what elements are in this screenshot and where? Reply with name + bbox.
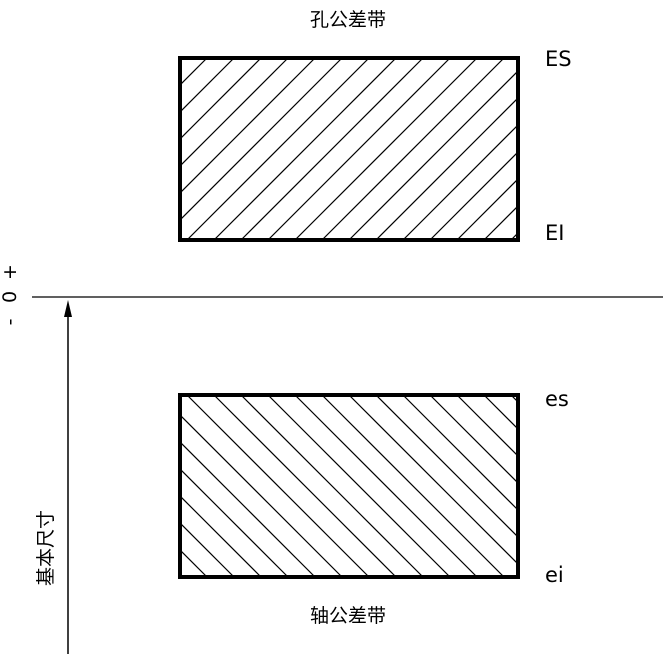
shaft-zone-hatching (0, 395, 663, 577)
hole-hatch-line (294, 58, 478, 240)
hole-upper-deviation-label: ES (545, 47, 572, 71)
shaft-hatch-line (180, 576, 181, 577)
shaft-zone-box (0, 393, 663, 579)
hole-hatch-line (619, 58, 663, 240)
shaft-hatch-line (213, 395, 397, 577)
hole-zone-hatching (0, 58, 663, 240)
shaft-hatch-line (186, 395, 370, 577)
shaft-hatch-line (646, 395, 663, 577)
hole-hatch-line (565, 58, 663, 240)
basic-size-arrow (64, 300, 72, 654)
hole-hatch-line (267, 58, 451, 240)
shaft-hatch-line (538, 395, 663, 577)
shaft-hatch-line (180, 414, 343, 577)
shaft-hatch-line (402, 395, 518, 511)
hole-hatch-line (321, 58, 505, 240)
hole-hatch-line (213, 58, 397, 240)
basic-size-label: 基本尺寸 (35, 510, 57, 586)
hole-hatch-line (456, 178, 518, 240)
shaft-hatch-line (180, 441, 316, 577)
hole-hatch-line (180, 58, 181, 59)
shaft-hatch-line (180, 522, 235, 577)
basic-size-arrow-head (64, 300, 72, 317)
shaft-zone-outline (178, 393, 520, 579)
shaft-upper-deviation-label: es (545, 387, 569, 411)
shaft-hatch-line (592, 395, 663, 577)
hole-hatch-line (0, 58, 153, 240)
shaft-hatch-line (294, 395, 478, 577)
hole-zone-box (0, 56, 663, 242)
shaft-hatch-line (456, 395, 518, 457)
shaft-hatch-line (429, 395, 518, 484)
shaft-hatch-line (483, 395, 518, 430)
shaft-hatch-line (0, 395, 153, 577)
hole-hatch-line (180, 58, 343, 221)
hole-hatch-line (180, 58, 262, 140)
shaft-hatch-line (510, 395, 518, 403)
shaft-hatch-line (180, 468, 289, 577)
hole-hatch-line (375, 97, 518, 240)
hole-hatch-line (510, 232, 518, 240)
hole-hatch-line (538, 58, 663, 240)
shaft-hatch-line (619, 395, 663, 577)
hole-hatch-line (592, 58, 663, 240)
hole-hatch-line (240, 58, 424, 240)
hole-hatch-line (180, 58, 316, 194)
shaft-hatch-line (565, 395, 663, 577)
shaft-zone-title: 轴公差带 (310, 605, 386, 627)
hole-hatch-line (180, 58, 235, 113)
hole-hatch-line (180, 58, 289, 167)
hole-hatch-line (483, 205, 518, 240)
hole-hatch-line (186, 58, 370, 240)
hole-hatch-line (402, 124, 518, 240)
shaft-hatch-line (348, 395, 518, 565)
minus-sign-label: - (0, 319, 21, 326)
zero-label: 0 (0, 291, 21, 303)
hole-zone-title: 孔公差带 (310, 9, 386, 31)
hole-hatch-line (429, 151, 518, 240)
shaft-hatch-line (267, 395, 451, 577)
shaft-hatch-line (321, 395, 505, 577)
plus-sign-label: + (0, 264, 21, 280)
hole-zone-outline (178, 56, 520, 242)
shaft-lower-deviation-label: ei (545, 563, 564, 587)
shaft-hatch-line (375, 395, 518, 538)
shaft-hatch-line (180, 495, 262, 577)
hole-hatch-line (348, 70, 518, 240)
shaft-hatch-line (240, 395, 424, 577)
hole-lower-deviation-label: EI (545, 221, 564, 245)
hole-hatch-line (646, 58, 663, 240)
